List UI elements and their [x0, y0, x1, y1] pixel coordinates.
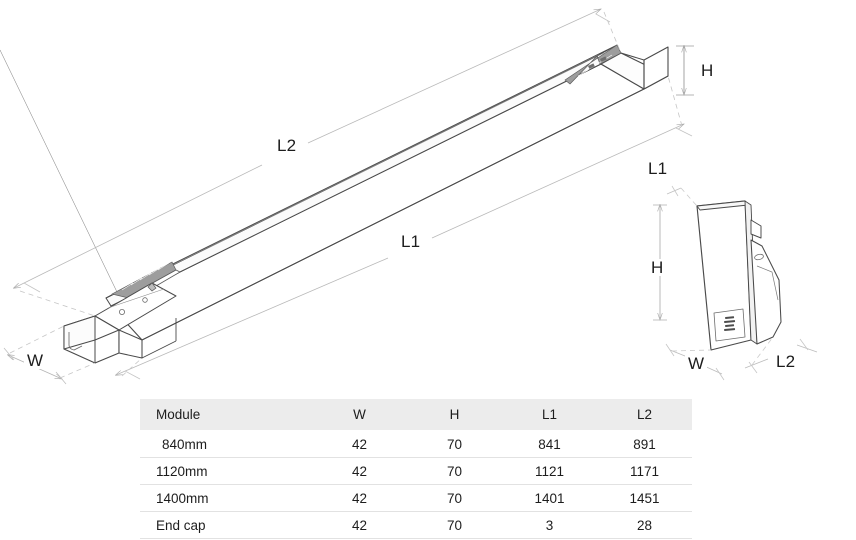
column-header-w: W	[312, 399, 407, 431]
cell-h: 70	[407, 457, 502, 485]
cell-h: 70	[407, 430, 502, 458]
column-header-l2: L2	[597, 399, 692, 431]
cell-l2: 891	[597, 430, 692, 458]
dim-label-h-endcap: H	[648, 259, 667, 276]
dim-label-l1-endcap: L1	[645, 160, 671, 177]
endcap-rear-contour	[756, 265, 779, 301]
main-profile-body	[0, 44, 669, 364]
dim-label-w-main: W	[24, 352, 47, 369]
endcap-rear-body	[750, 239, 782, 345]
column-header-l1: L1	[502, 399, 597, 431]
dim-endcap-l2-tick-a	[744, 358, 769, 369]
table-header-row: Module W H L1 L2	[140, 399, 692, 431]
cell-w: 42	[312, 484, 407, 512]
dim-l1-line-b	[431, 124, 684, 239]
table-row: 1400mm 42 70 1401 1451	[140, 484, 692, 512]
screw-hole-1	[119, 308, 126, 315]
dim-l2-line-a	[14, 164, 263, 288]
cell-module: 1120mm	[140, 457, 312, 485]
cell-w: 42	[312, 511, 407, 539]
profile-right-side-face	[643, 46, 669, 90]
table-row: 1120mm 42 70 1121 1171	[140, 457, 692, 485]
track-detail-right	[564, 44, 622, 85]
cell-module: 1400mm	[140, 484, 312, 512]
cell-l1: 3	[502, 511, 597, 539]
profile-top-edge	[105, 55, 602, 307]
cell-l1: 1401	[502, 484, 597, 512]
cell-h: 70	[407, 511, 502, 539]
endcap-tab	[750, 219, 762, 239]
endcap-cable-hole	[754, 253, 764, 261]
main-view-dimensions	[3, 9, 694, 385]
dim-label-l2-main: L2	[274, 137, 300, 154]
profile-front-face	[110, 63, 645, 341]
cell-module: End cap	[140, 511, 312, 539]
dim-l1-line-a	[116, 257, 389, 375]
cell-l2: 1171	[597, 457, 692, 485]
cell-w: 42	[312, 457, 407, 485]
cell-l1: 841	[502, 430, 597, 458]
cell-module: 840mm	[140, 430, 312, 458]
endcap-inner-contour	[68, 332, 83, 351]
table-row: 840mm 42 70 841 891	[140, 430, 692, 458]
dim-l2-line-b	[307, 9, 601, 144]
column-header-module: Module	[140, 399, 312, 431]
dim-label-l1-main: L1	[398, 233, 424, 250]
cell-w: 42	[312, 430, 407, 458]
cell-l1: 1121	[502, 457, 597, 485]
dim-endcap-l1-tick-a	[666, 187, 682, 195]
screw-hole-2	[142, 297, 148, 303]
track-contacts-left	[121, 262, 170, 291]
cell-h: 70	[407, 484, 502, 512]
column-header-h: H	[407, 399, 502, 431]
module-dimensions-table: Module W H L1 L2 840mm 42 70 841 891 112…	[140, 399, 692, 539]
cell-l2: 28	[597, 511, 692, 539]
endcap-clip	[147, 282, 157, 292]
dim-label-l2-endcap: L2	[773, 353, 799, 370]
dim-label-w-endcap: W	[685, 355, 708, 372]
endcap-detail-body	[696, 200, 782, 351]
table-row: End cap 42 70 3 28	[140, 511, 692, 539]
endcap-label-marks	[724, 316, 736, 331]
dim-label-h-main: H	[698, 62, 717, 79]
cell-l2: 1451	[597, 484, 692, 512]
